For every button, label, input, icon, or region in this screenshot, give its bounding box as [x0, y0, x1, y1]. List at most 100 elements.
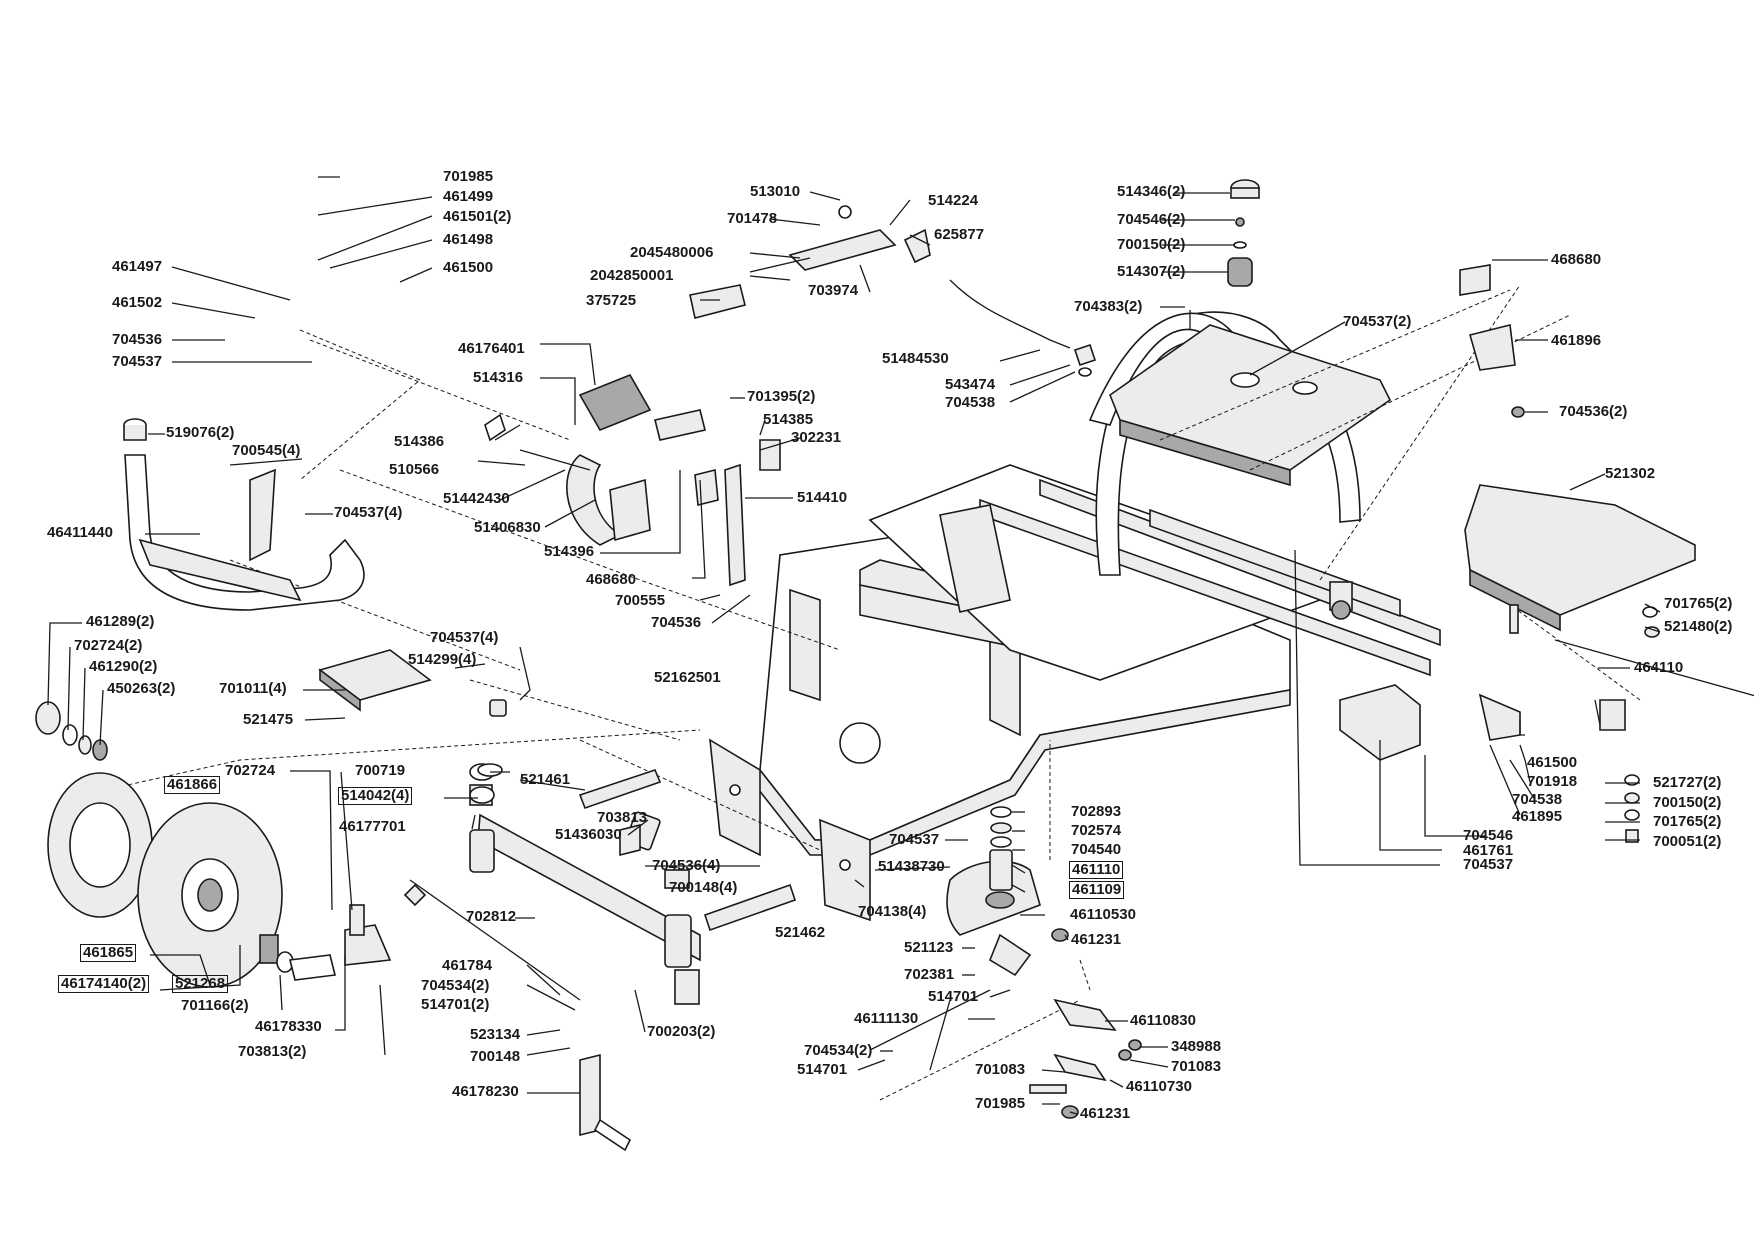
label-461761: 461761	[1463, 842, 1514, 859]
label-461865: 461865	[80, 944, 137, 962]
label-521123: 521123	[904, 939, 954, 956]
label-461500-b: 461500	[1527, 754, 1578, 771]
label-702381: 702381	[904, 966, 955, 983]
label-450263: 450263(2)	[107, 680, 176, 697]
label-514396: 514396	[544, 543, 595, 560]
seat-mount-parts	[1189, 179, 1260, 330]
label-514385: 514385	[763, 411, 814, 428]
label-704537-2: 704537(2)	[1343, 313, 1412, 330]
label-510566: 510566	[389, 461, 440, 478]
label-461501: 461501(2)	[443, 208, 512, 225]
label-700051: 700051(2)	[1653, 833, 1722, 850]
label-701985: 701985	[443, 168, 494, 185]
label-521475: 521475	[243, 711, 294, 728]
label-521727: 521727(2)	[1653, 774, 1722, 791]
label-46110830: 46110830	[1130, 1012, 1196, 1029]
label-461784: 461784	[442, 957, 493, 974]
label-461109: 461109	[1069, 881, 1125, 899]
label-464110: 464110	[1634, 659, 1684, 676]
label-700555: 700555	[615, 592, 666, 609]
label-700203: 700203(2)	[647, 1023, 716, 1040]
label-700150-b: 700150(2)	[1653, 794, 1722, 811]
label-51436030: 51436030	[555, 826, 622, 843]
label-702724: 702724	[225, 762, 276, 779]
label-46177701: 46177701	[339, 818, 406, 835]
label-51484530: 51484530	[882, 350, 949, 367]
label-514701-c: 514701	[797, 1061, 848, 1078]
label-521462: 521462	[775, 924, 826, 941]
label-704546: 704546	[1463, 827, 1514, 844]
label-461895: 461895	[1512, 808, 1563, 825]
label-701765-b: 701765(2)	[1653, 813, 1722, 830]
label-461231-b: 461231	[1080, 1105, 1131, 1122]
steering-sector-assembly	[946, 806, 1142, 1119]
label-521461: 521461	[520, 771, 571, 788]
label-514307: 514307(2)	[1117, 263, 1186, 280]
label-521268: 521268	[172, 975, 229, 993]
label-461866: 461866	[164, 776, 221, 794]
label-543474: 543474	[945, 376, 996, 393]
label-700719: 700719	[355, 762, 406, 779]
label-704536: 704536	[112, 331, 163, 348]
label-461497: 461497	[112, 258, 163, 275]
label-701083-a: 701083	[975, 1061, 1026, 1078]
label-704537-4b: 704537(4)	[430, 629, 499, 646]
front-wheels	[35, 701, 294, 988]
label-704537: 704537	[112, 353, 163, 370]
label-514042: 514042(4)	[338, 787, 413, 805]
label-468680-b: 468680	[1551, 251, 1602, 268]
label-46110530: 46110530	[1070, 906, 1136, 923]
front-axle-assembly	[289, 763, 991, 1152]
callout-leader-lines	[47, 176, 1661, 1115]
label-46111130: 46111130	[854, 1010, 919, 1027]
label-514346: 514346(2)	[1117, 183, 1186, 200]
label-461502: 461502	[112, 294, 163, 311]
label-521302: 521302	[1605, 465, 1656, 482]
label-703813: 703813	[597, 809, 648, 826]
label-46411440: 46411440	[47, 524, 113, 541]
main-chassis-frame	[709, 311, 1441, 922]
label-514701-b: 514701	[928, 988, 979, 1005]
label-46178230: 46178230	[452, 1083, 519, 1100]
label-701083-b: 701083	[1171, 1058, 1222, 1075]
label-461896: 461896	[1551, 332, 1602, 349]
label-514386: 514386	[394, 433, 445, 450]
label-514410: 514410	[797, 489, 848, 506]
label-704538-b: 704538	[1512, 791, 1563, 808]
label-51406830: 51406830	[474, 519, 541, 536]
label-375725: 375725	[586, 292, 637, 309]
label-704534-2: 704534(2)	[421, 977, 490, 994]
lever-group	[689, 205, 1097, 377]
label-704536-b: 704536	[651, 614, 702, 631]
label-461498: 461498	[443, 231, 494, 248]
label-51438730: 51438730	[878, 858, 945, 875]
label-701918: 701918	[1527, 773, 1578, 790]
label-704536-4: 704536(4)	[652, 857, 721, 874]
label-514224: 514224	[928, 192, 979, 209]
label-704540: 704540	[1071, 841, 1122, 858]
brake-pedal-group	[484, 373, 781, 587]
label-514316: 514316	[473, 369, 524, 386]
label-701765-a: 701765(2)	[1664, 595, 1733, 612]
label-701395: 701395(2)	[747, 388, 816, 405]
label-702574: 702574	[1071, 822, 1122, 839]
label-701478: 701478	[727, 210, 778, 227]
front-bumper	[123, 418, 365, 611]
label-2042850001: 2042850001	[590, 267, 674, 284]
label-2045480006: 2045480006	[630, 244, 714, 261]
label-702724-2: 702724(2)	[74, 637, 143, 654]
label-461231-a: 461231	[1071, 931, 1122, 948]
label-46174140: 46174140(2)	[58, 975, 150, 993]
label-461289: 461289(2)	[86, 613, 155, 630]
label-704538: 704538	[945, 394, 996, 411]
label-513010: 513010	[750, 183, 801, 200]
label-701166: 701166(2)	[181, 997, 249, 1014]
label-461290: 461290(2)	[89, 658, 158, 675]
label-701985-b: 701985	[975, 1095, 1026, 1112]
label-704537-e: 704537	[1463, 856, 1514, 873]
label-701011: 701011(4)	[219, 680, 287, 697]
label-461499: 461499	[443, 188, 494, 205]
label-461110: 461110	[1069, 861, 1124, 879]
label-523134: 523134	[470, 1026, 521, 1043]
